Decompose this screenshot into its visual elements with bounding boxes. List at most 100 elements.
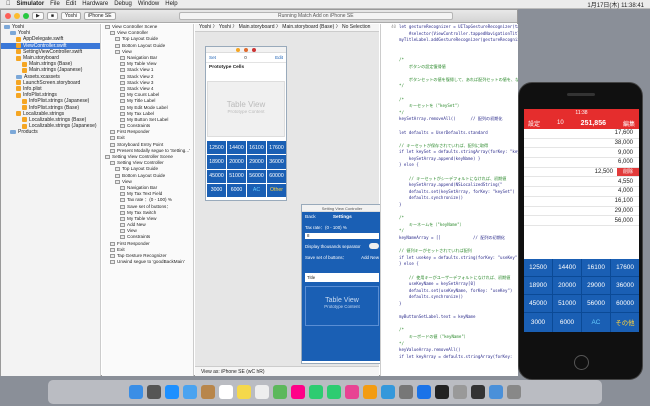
code-line[interactable]: /* xyxy=(381,215,518,222)
storyboard-key[interactable]: Other xyxy=(267,183,286,197)
preferences-icon[interactable] xyxy=(399,385,413,399)
sim-total-label[interactable]: 251,856 xyxy=(580,119,606,127)
tax-rate-field[interactable]: 8 xyxy=(305,233,379,239)
code-line[interactable] xyxy=(381,308,518,315)
edit-button[interactable]: Edit xyxy=(275,55,283,60)
code-line[interactable] xyxy=(381,321,518,328)
code-line[interactable]: ボタンセットの値を復帰して、あれば配列セットの値を、なければ初期値として生成 xyxy=(381,77,518,84)
outline-item[interactable]: Navigation Bar xyxy=(102,185,193,191)
outline-item[interactable]: First Responder xyxy=(102,241,193,247)
code-line[interactable]: defaults.set(keySetArray, forKey: "keySe… xyxy=(381,189,518,196)
outline-item[interactable]: Tax rate ：(0 - 100) % xyxy=(102,197,193,203)
back-button[interactable]: Back xyxy=(305,215,316,220)
outline-item[interactable]: Exit xyxy=(102,247,193,253)
outline-item[interactable]: My Table View xyxy=(102,61,193,67)
outline-item[interactable]: Constraints xyxy=(102,234,193,240)
outline-item[interactable]: My Tax Switch xyxy=(102,210,193,216)
code-line[interactable]: keySetArray.append(NSLocalizedString(" xyxy=(381,182,518,189)
code-line[interactable]: if let keyArray = defaults.stringArray(f… xyxy=(381,354,518,361)
outline-item[interactable]: My Button Set Label xyxy=(102,117,193,123)
sim-delete-button[interactable]: 削除 xyxy=(616,168,639,177)
ibooks-icon[interactable] xyxy=(363,385,377,399)
exit-icon[interactable] xyxy=(252,47,256,52)
sim-amount-row[interactable]: 4,550 xyxy=(524,177,639,188)
jump-bar[interactable]: Yoshi 〉 Yoshi 〉 Main.storyboard 〉 Main.s… xyxy=(195,24,379,32)
itunes-icon[interactable] xyxy=(345,385,359,399)
outline-item[interactable]: Add New xyxy=(102,222,193,228)
code-line[interactable]: */ xyxy=(381,228,518,235)
storyboard-key[interactable]: 29000 xyxy=(247,155,266,169)
sim-amount-row[interactable]: 38,000 xyxy=(524,139,639,149)
sim-amount-key[interactable]: 12500 xyxy=(524,259,552,276)
code-line[interactable]: キーネームを（"keyName"） xyxy=(381,222,518,229)
contacts-icon[interactable] xyxy=(201,385,215,399)
storyboard-key[interactable]: 56000 xyxy=(247,169,266,183)
code-line[interactable]: } xyxy=(381,301,518,308)
sim-amount-row[interactable]: 9,000 xyxy=(524,148,639,159)
outline-item[interactable]: Stack View 2 xyxy=(102,74,193,80)
navigator-item[interactable]: AppDelegate.swift xyxy=(1,36,100,42)
set-button[interactable]: Set xyxy=(209,55,216,60)
sim-amount-row[interactable]: 4,000 xyxy=(524,187,639,197)
navigator-item[interactable]: Localizable.strings xyxy=(1,111,100,117)
xcode-icon[interactable] xyxy=(417,385,431,399)
code-line[interactable]: */ xyxy=(381,341,518,348)
menu-hardware[interactable]: Hardware xyxy=(77,1,108,7)
table-view-placeholder[interactable]: Table View Prototype Content xyxy=(207,81,285,137)
title-field[interactable]: Title xyxy=(305,273,379,282)
navigator-item[interactable]: LaunchScreen.storyboard xyxy=(1,80,100,86)
code-line[interactable]: */ xyxy=(381,110,518,117)
code-line[interactable] xyxy=(381,136,518,143)
outline-item[interactable]: Save set of buttons： xyxy=(102,203,193,209)
navigator-item[interactable]: Main.strings (Japanese) xyxy=(1,67,100,73)
code-line[interactable]: useKeyName = keySetArray[0] xyxy=(381,281,518,288)
outline-item[interactable]: Bottom Layout Guide xyxy=(102,173,193,179)
outline-item[interactable]: Stack View 1 xyxy=(102,67,193,73)
menu-clock[interactable]: 1月17日(木) 11:38:41 xyxy=(587,2,644,9)
menu-help[interactable]: Help xyxy=(160,1,177,7)
view-controller-scene[interactable]: Set 0 Edit Prototype Cells Table View Pr… xyxy=(205,46,287,201)
safari-icon[interactable] xyxy=(165,385,179,399)
setting-view-controller-scene[interactable]: Setting View Controller Back Settings Ta… xyxy=(301,204,383,364)
sim-amount-key[interactable]: 20000 xyxy=(553,277,581,294)
code-line[interactable]: keyValueArray.removeAll() xyxy=(381,347,518,354)
sim-amount-row[interactable]: 56,000 xyxy=(524,216,639,226)
sim-amount-key[interactable]: 3000 xyxy=(524,313,552,332)
outline-item[interactable]: Tap Gesture Recognizer xyxy=(102,253,193,259)
outline-item[interactable]: Constraints xyxy=(102,123,193,129)
code-line[interactable] xyxy=(381,209,518,216)
facetime-icon[interactable] xyxy=(327,385,341,399)
outline-item[interactable]: My Edit Mode Label xyxy=(102,104,193,110)
navigator-item[interactable]: Localizable.strings (Japanese) xyxy=(1,123,100,129)
zoom-window-button[interactable] xyxy=(23,13,29,19)
mail-icon[interactable] xyxy=(183,385,197,399)
outline-item[interactable]: My Table View xyxy=(102,216,193,222)
outline-item[interactable]: My Tax Label xyxy=(102,111,193,117)
outline-item[interactable]: View Controller Scene xyxy=(102,24,193,30)
sim-amount-row[interactable]: 16,100 xyxy=(524,197,639,207)
messages-icon[interactable] xyxy=(309,385,323,399)
code-line[interactable]: defaults.synchronize() xyxy=(381,195,518,202)
code-line[interactable]: let defaults = UserDefaults.standard xyxy=(381,130,518,137)
trash-icon[interactable] xyxy=(507,385,521,399)
storyboard-key[interactable]: 12500 xyxy=(207,141,226,155)
sim-amount-row[interactable]: 29,000 xyxy=(524,207,639,217)
outline-item[interactable]: Top Layout Guide xyxy=(102,36,193,42)
sim-amount-key[interactable]: 18900 xyxy=(524,277,552,294)
code-line[interactable]: defaults.synchronize() xyxy=(381,294,518,301)
code-line[interactable]: // キーセットが保存されていれば、配列に取得 xyxy=(381,143,518,150)
device-selector[interactable]: iPhone SE xyxy=(83,12,116,20)
code-line[interactable]: myButtonSetLabel.text = keyName xyxy=(381,314,518,321)
navigator-item[interactable]: Main.storyboard xyxy=(1,55,100,61)
storyboard-key[interactable]: 51000 xyxy=(227,169,246,183)
code-line[interactable]: // 値列キーがセットされていれば配列 xyxy=(381,248,518,255)
maps-icon[interactable] xyxy=(273,385,287,399)
code-line[interactable]: // 使用キーがユーザーデフォルトになければ、初期値 xyxy=(381,275,518,282)
outline-item[interactable]: Stack View 3 xyxy=(102,80,193,86)
sim-settings-button[interactable]: 設定 xyxy=(528,121,541,128)
storyboard-key[interactable]: 3000 xyxy=(207,183,226,197)
outline-item[interactable]: View xyxy=(102,49,193,55)
